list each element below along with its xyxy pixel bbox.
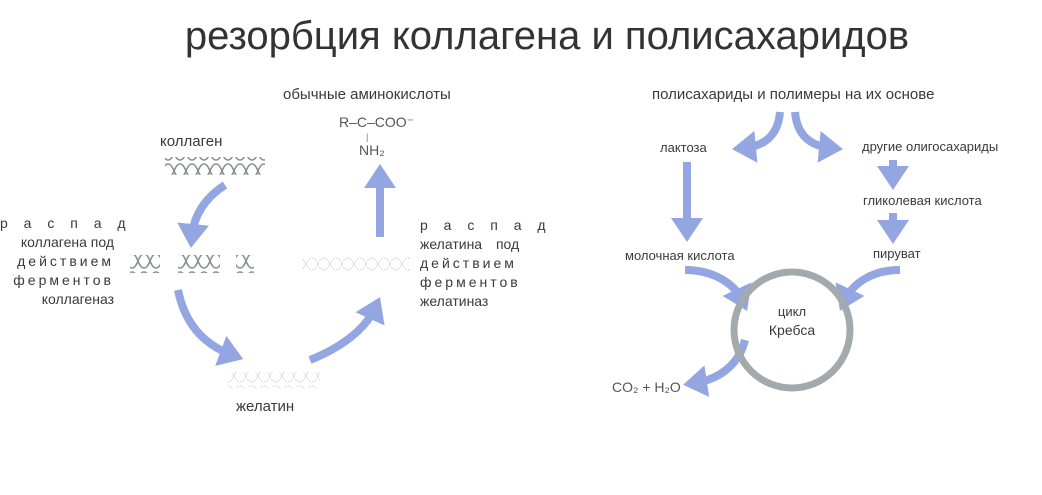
krebs-cycle-label-2: Кребса: [768, 322, 816, 338]
arrow-to-oligosaccharides: [791, 111, 843, 163]
polysaccharides-label: полисахариды и полимеры на их основе: [652, 86, 935, 103]
formula-bottom: NH₂: [359, 142, 385, 158]
oligosaccharides-label: другие олигосахариды: [862, 139, 999, 154]
arrow-to-lactose: [732, 111, 784, 163]
lactic-acid-label: молочная кислота: [625, 248, 735, 263]
arrow-fragments-to-gelatin: [174, 289, 244, 366]
products-label: CO₂ + H₂O: [612, 379, 681, 395]
formula-top: R–C–COO⁻: [339, 114, 415, 130]
gelatin-helix: [228, 372, 320, 388]
arrow-gelatin-to-fragments: [308, 297, 385, 364]
arrow-collagen-to-fragments: [177, 181, 228, 248]
gelatin-breakdown-note: р а с п а д желатина под действием ферме…: [420, 217, 552, 309]
gelatin-label: желатин: [236, 398, 295, 415]
krebs-cycle-ring: [730, 268, 854, 392]
arrow-cycle-to-products: [683, 338, 749, 398]
collagen-helix: [165, 157, 265, 175]
collagen-label: коллаген: [160, 133, 223, 150]
arrow-pyruvate-to-cycle: [835, 266, 901, 311]
pyruvate-label: пируват: [873, 246, 921, 261]
gelatin-fragments: [302, 256, 410, 272]
amino-acids-label: обычные аминокислоты: [283, 86, 451, 103]
krebs-cycle-label-1: цикл: [777, 304, 807, 319]
collagen-fragment: [236, 255, 254, 273]
collagen-fragment: [178, 255, 220, 273]
arrow-lactic-to-cycle: [684, 266, 752, 311]
glycolic-acid-label: гликолевая кислота: [863, 193, 982, 208]
collagen-fragment: [130, 255, 160, 273]
collagen-breakdown-note: р а с п а д коллагена под действием ферм…: [0, 215, 132, 307]
lactose-label: лактоза: [660, 140, 707, 155]
page-title: резорбция коллагена и полисахаридов: [184, 14, 910, 58]
